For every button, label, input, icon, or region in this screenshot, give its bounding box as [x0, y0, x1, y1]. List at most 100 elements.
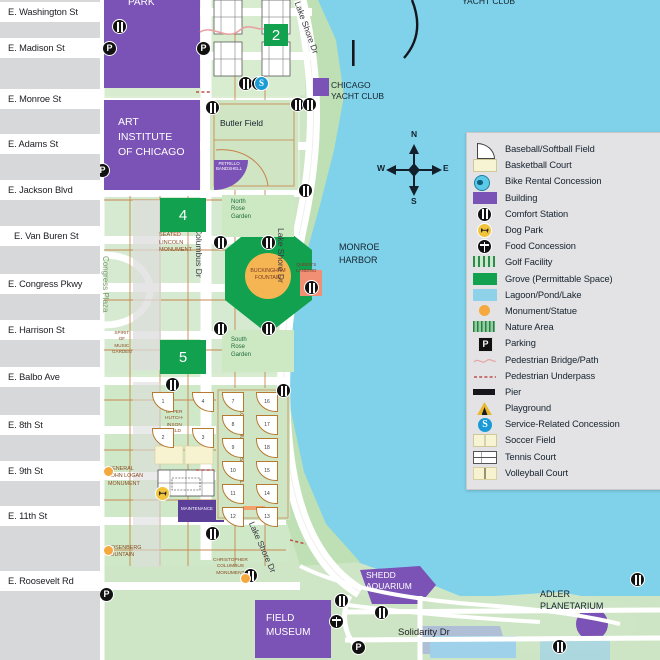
food-concession-icon [473, 240, 497, 254]
street-name: E. 11th St [8, 511, 48, 521]
comfort-station-icon[interactable] [214, 322, 227, 335]
parking-icon[interactable]: P [197, 42, 210, 55]
legend-item-service-concession: S Service-Related Concession [473, 416, 659, 433]
monument-statue-icon[interactable] [104, 546, 113, 555]
legend-item-playground: Playground [473, 400, 659, 416]
baseball-field-icon [473, 143, 497, 160]
legend-item-volleyball-court: Volleyball Court [473, 465, 659, 481]
grove-icon [473, 272, 497, 285]
street-label: E. 8th St [0, 415, 100, 435]
legend-label: Soccer Field [505, 435, 556, 446]
field-number: 16 [264, 399, 270, 405]
legend-label: Lagoon/Pond/Lake [505, 289, 582, 300]
compass-north-label: N [411, 129, 418, 139]
legend-label: Playground [505, 403, 552, 414]
street-label: E. Madison St [0, 38, 100, 58]
comfort-station-icon[interactable] [206, 527, 219, 540]
street-label: E. Jackson Blvd [0, 180, 100, 200]
tennis-court-icon [473, 450, 497, 464]
bike-rental-icon [473, 175, 497, 192]
pedestrian-bridge-icon [473, 354, 497, 366]
comfort-station-icon[interactable] [303, 98, 316, 111]
comfort-station-icon[interactable] [299, 184, 312, 197]
street-name: E. Monroe St [8, 94, 62, 104]
parking-icon[interactable]: P [100, 588, 113, 601]
comfort-station-icon[interactable] [262, 236, 275, 249]
street-name: E. Roosevelt Rd [8, 576, 74, 586]
playground-icon [473, 402, 497, 416]
field-number: 4 [201, 399, 205, 405]
parking-icon: P [473, 337, 497, 353]
street-label: E. Monroe St [0, 89, 100, 109]
comfort-station-icon[interactable] [239, 77, 252, 90]
parking-icon[interactable]: P [352, 641, 365, 654]
legend-label: Food Concession [505, 241, 576, 252]
street-label: E. Van Buren St [0, 226, 100, 246]
street-label-panel: E. Washington St E. Madison St E. Monroe… [0, 0, 100, 660]
field-number: 12 [230, 514, 236, 520]
grove-block-2: 2 [264, 24, 288, 46]
comfort-station-icon[interactable] [291, 98, 304, 111]
legend-item-pedestrian-bridge: Pedestrian Bridge/Path [473, 351, 659, 367]
service-glyph: S [258, 78, 264, 88]
street-name: E. Washington St [8, 7, 78, 17]
comfort-station-icon[interactable] [553, 640, 566, 653]
field-number: 14 [264, 491, 270, 497]
legend-item-building: Building [473, 190, 659, 206]
parking-glyph: P [482, 339, 489, 350]
field-number: 2 [161, 435, 165, 441]
comfort-station-icon[interactable] [335, 594, 348, 607]
legend-item-lagoon: Lagoon/Pond/Lake [473, 287, 659, 303]
comfort-station-icon[interactable] [277, 384, 290, 397]
field-number: 9 [231, 445, 235, 451]
monument-statue-icon[interactable] [241, 574, 250, 583]
field-number: 17 [264, 422, 270, 428]
street-label: E. Washington St [0, 2, 100, 22]
comfort-station-icon[interactable] [214, 236, 227, 249]
legend-item-basketball-court: Basketball Court [473, 157, 659, 173]
food-concession-icon[interactable] [330, 615, 343, 628]
dog-park-icon[interactable] [156, 487, 169, 500]
legend-label: Volleyball Court [505, 467, 568, 478]
dog-park-icon [473, 224, 497, 238]
legend-label: Baseball/Softball Field [505, 144, 595, 155]
field-number: 8 [231, 422, 235, 428]
field-number: 15 [264, 468, 270, 474]
field-number: 10 [230, 468, 236, 474]
legend-label: Building [505, 192, 538, 203]
grove-number: 4 [178, 206, 188, 224]
street-name: E. Van Buren St [14, 231, 79, 241]
street-label: E. Balbo Ave [0, 367, 100, 387]
street-name: E. Madison St [8, 43, 65, 53]
comfort-station-icon[interactable] [206, 101, 219, 114]
monument-statue-icon[interactable] [104, 467, 113, 476]
field-number: 13 [264, 514, 270, 520]
comfort-station-icon[interactable] [375, 606, 388, 619]
comfort-station-icon[interactable] [262, 322, 275, 335]
legend-label: Pier [505, 386, 522, 397]
street-name: E. Harrison St [8, 325, 65, 335]
legend-label: Dog Park [505, 225, 543, 236]
comfort-station-icon[interactable] [166, 378, 179, 391]
field-number: 7 [231, 399, 235, 405]
comfort-station-icon[interactable] [631, 573, 644, 586]
comfort-station-icon[interactable] [113, 20, 126, 33]
legend-label: Service-Related Concession [505, 419, 620, 430]
legend-item-tennis-court: Tennis Court [473, 449, 659, 465]
parking-icon[interactable]: P [103, 42, 116, 55]
legend-item-comfort-station: Comfort Station [473, 206, 659, 222]
street-label: E. Congress Pkwy [0, 274, 100, 294]
field-number: 11 [230, 491, 236, 497]
legend-label: Monument/Statue [505, 305, 577, 316]
service-concession-icon: S [473, 418, 497, 433]
comfort-station-icon[interactable] [305, 281, 318, 294]
legend-label: Comfort Station [505, 208, 569, 219]
service-glyph: S [482, 419, 488, 431]
parking-glyph: P [99, 165, 106, 175]
grove-number: 2 [271, 26, 281, 44]
legend-item-nature-area: Nature Area [473, 319, 659, 335]
field-number: 1 [161, 399, 165, 405]
parking-glyph: P [103, 589, 110, 599]
legend-item-pedestrian-underpass: Pedestrian Underpass [473, 368, 659, 384]
service-concession-icon[interactable]: S [255, 77, 268, 90]
